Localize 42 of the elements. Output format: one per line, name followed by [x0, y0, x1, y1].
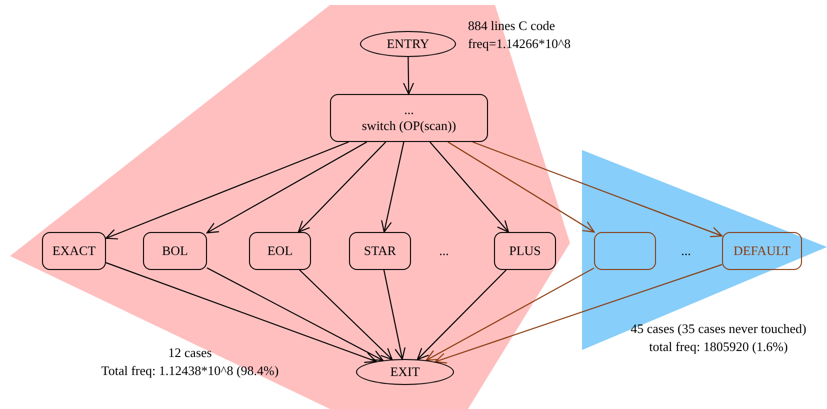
arrow — [106, 262, 377, 363]
summary-text: Total freq: 1.12438*10^8 (98.4%) — [100, 362, 280, 380]
process-box — [143, 232, 207, 270]
process-box — [594, 232, 656, 270]
node-note: 884 lines C code — [468, 17, 556, 35]
node-label: STAR — [364, 243, 396, 259]
terminal-ellipse — [360, 31, 456, 57]
process-box — [494, 232, 556, 270]
terminal-ellipse — [356, 359, 454, 385]
summary-text: total freq: 1805920 (1.6%) — [648, 338, 789, 356]
arrow — [381, 142, 404, 233]
node-label: EXACT — [52, 243, 96, 259]
node-label: EOL — [267, 243, 293, 259]
summary-text: 12 cases — [167, 344, 213, 362]
node-label: ... — [404, 102, 414, 118]
arrow — [430, 142, 509, 233]
node-label: switch (OP(scan)) — [362, 118, 456, 134]
arrow — [206, 142, 368, 234]
arrow — [298, 142, 386, 233]
summary-text: 45 cases (35 cases never touched) — [630, 320, 808, 338]
node-label: DEFAULT — [733, 243, 791, 259]
ellipsis-label: ... — [438, 242, 450, 260]
arrow — [105, 141, 349, 240]
node-label: BOL — [162, 243, 188, 259]
ellipsis-label: ... — [680, 242, 692, 260]
arrow — [448, 142, 595, 233]
arrow — [416, 270, 507, 360]
process-box — [349, 232, 411, 270]
node-label: ENTRY — [386, 36, 430, 52]
arrow — [402, 57, 414, 95]
node-note: freq=1.14266*10^8 — [468, 35, 571, 53]
process-box — [249, 232, 311, 270]
node-label: PLUS — [509, 243, 541, 259]
process-box — [722, 232, 802, 270]
arrow — [434, 264, 722, 364]
arrow — [299, 270, 393, 360]
process-box — [330, 94, 488, 142]
node-label: EXIT — [390, 364, 420, 380]
arrow — [472, 141, 723, 238]
arrow — [383, 270, 406, 360]
arrow — [206, 267, 384, 361]
process-box — [42, 232, 106, 270]
